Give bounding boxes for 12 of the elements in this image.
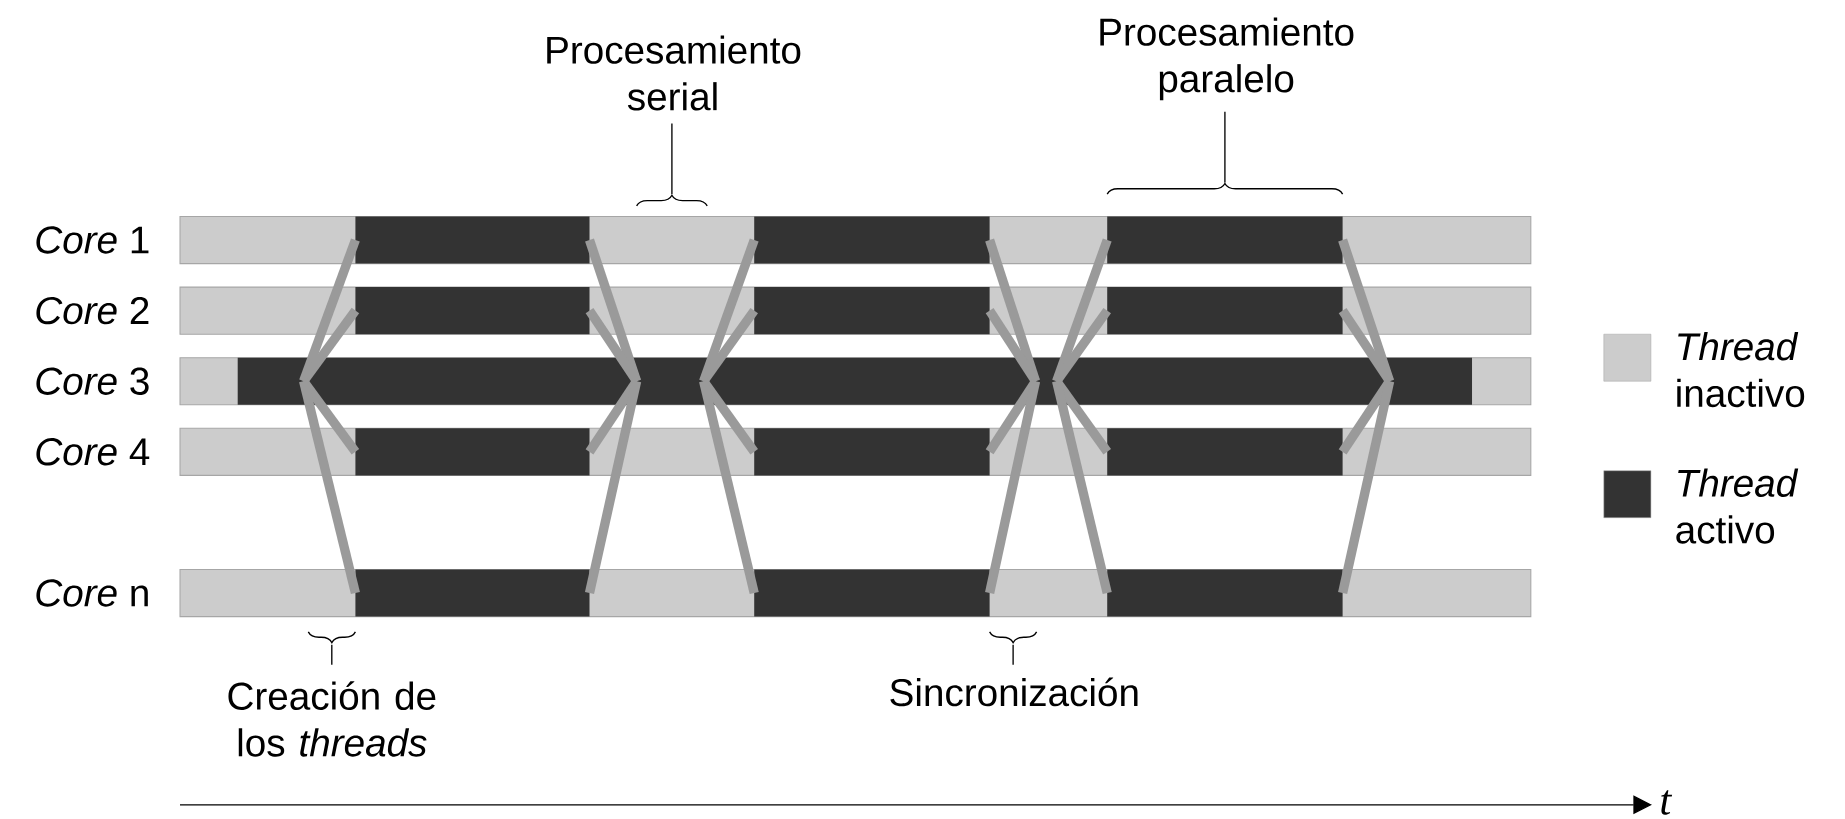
row-label: Core n — [36, 579, 148, 607]
row-label: Core 1 — [36, 226, 149, 254]
legend-label: Thread inactivo — [1677, 332, 1805, 408]
axis-label: t — [1661, 790, 1673, 815]
legend-label: Thread activo — [1676, 468, 1799, 544]
row-label: Core 2 — [36, 296, 149, 325]
row-label: Core 4 — [36, 438, 150, 466]
row-label: Core 3 — [36, 367, 149, 395]
callout-label: Procesamiento serial — [547, 35, 801, 111]
callout-label: Procesamiento paralelo — [1100, 17, 1354, 101]
callout-label: Sincronización — [890, 677, 1138, 707]
callout-label: Creación de los threads — [228, 681, 436, 757]
